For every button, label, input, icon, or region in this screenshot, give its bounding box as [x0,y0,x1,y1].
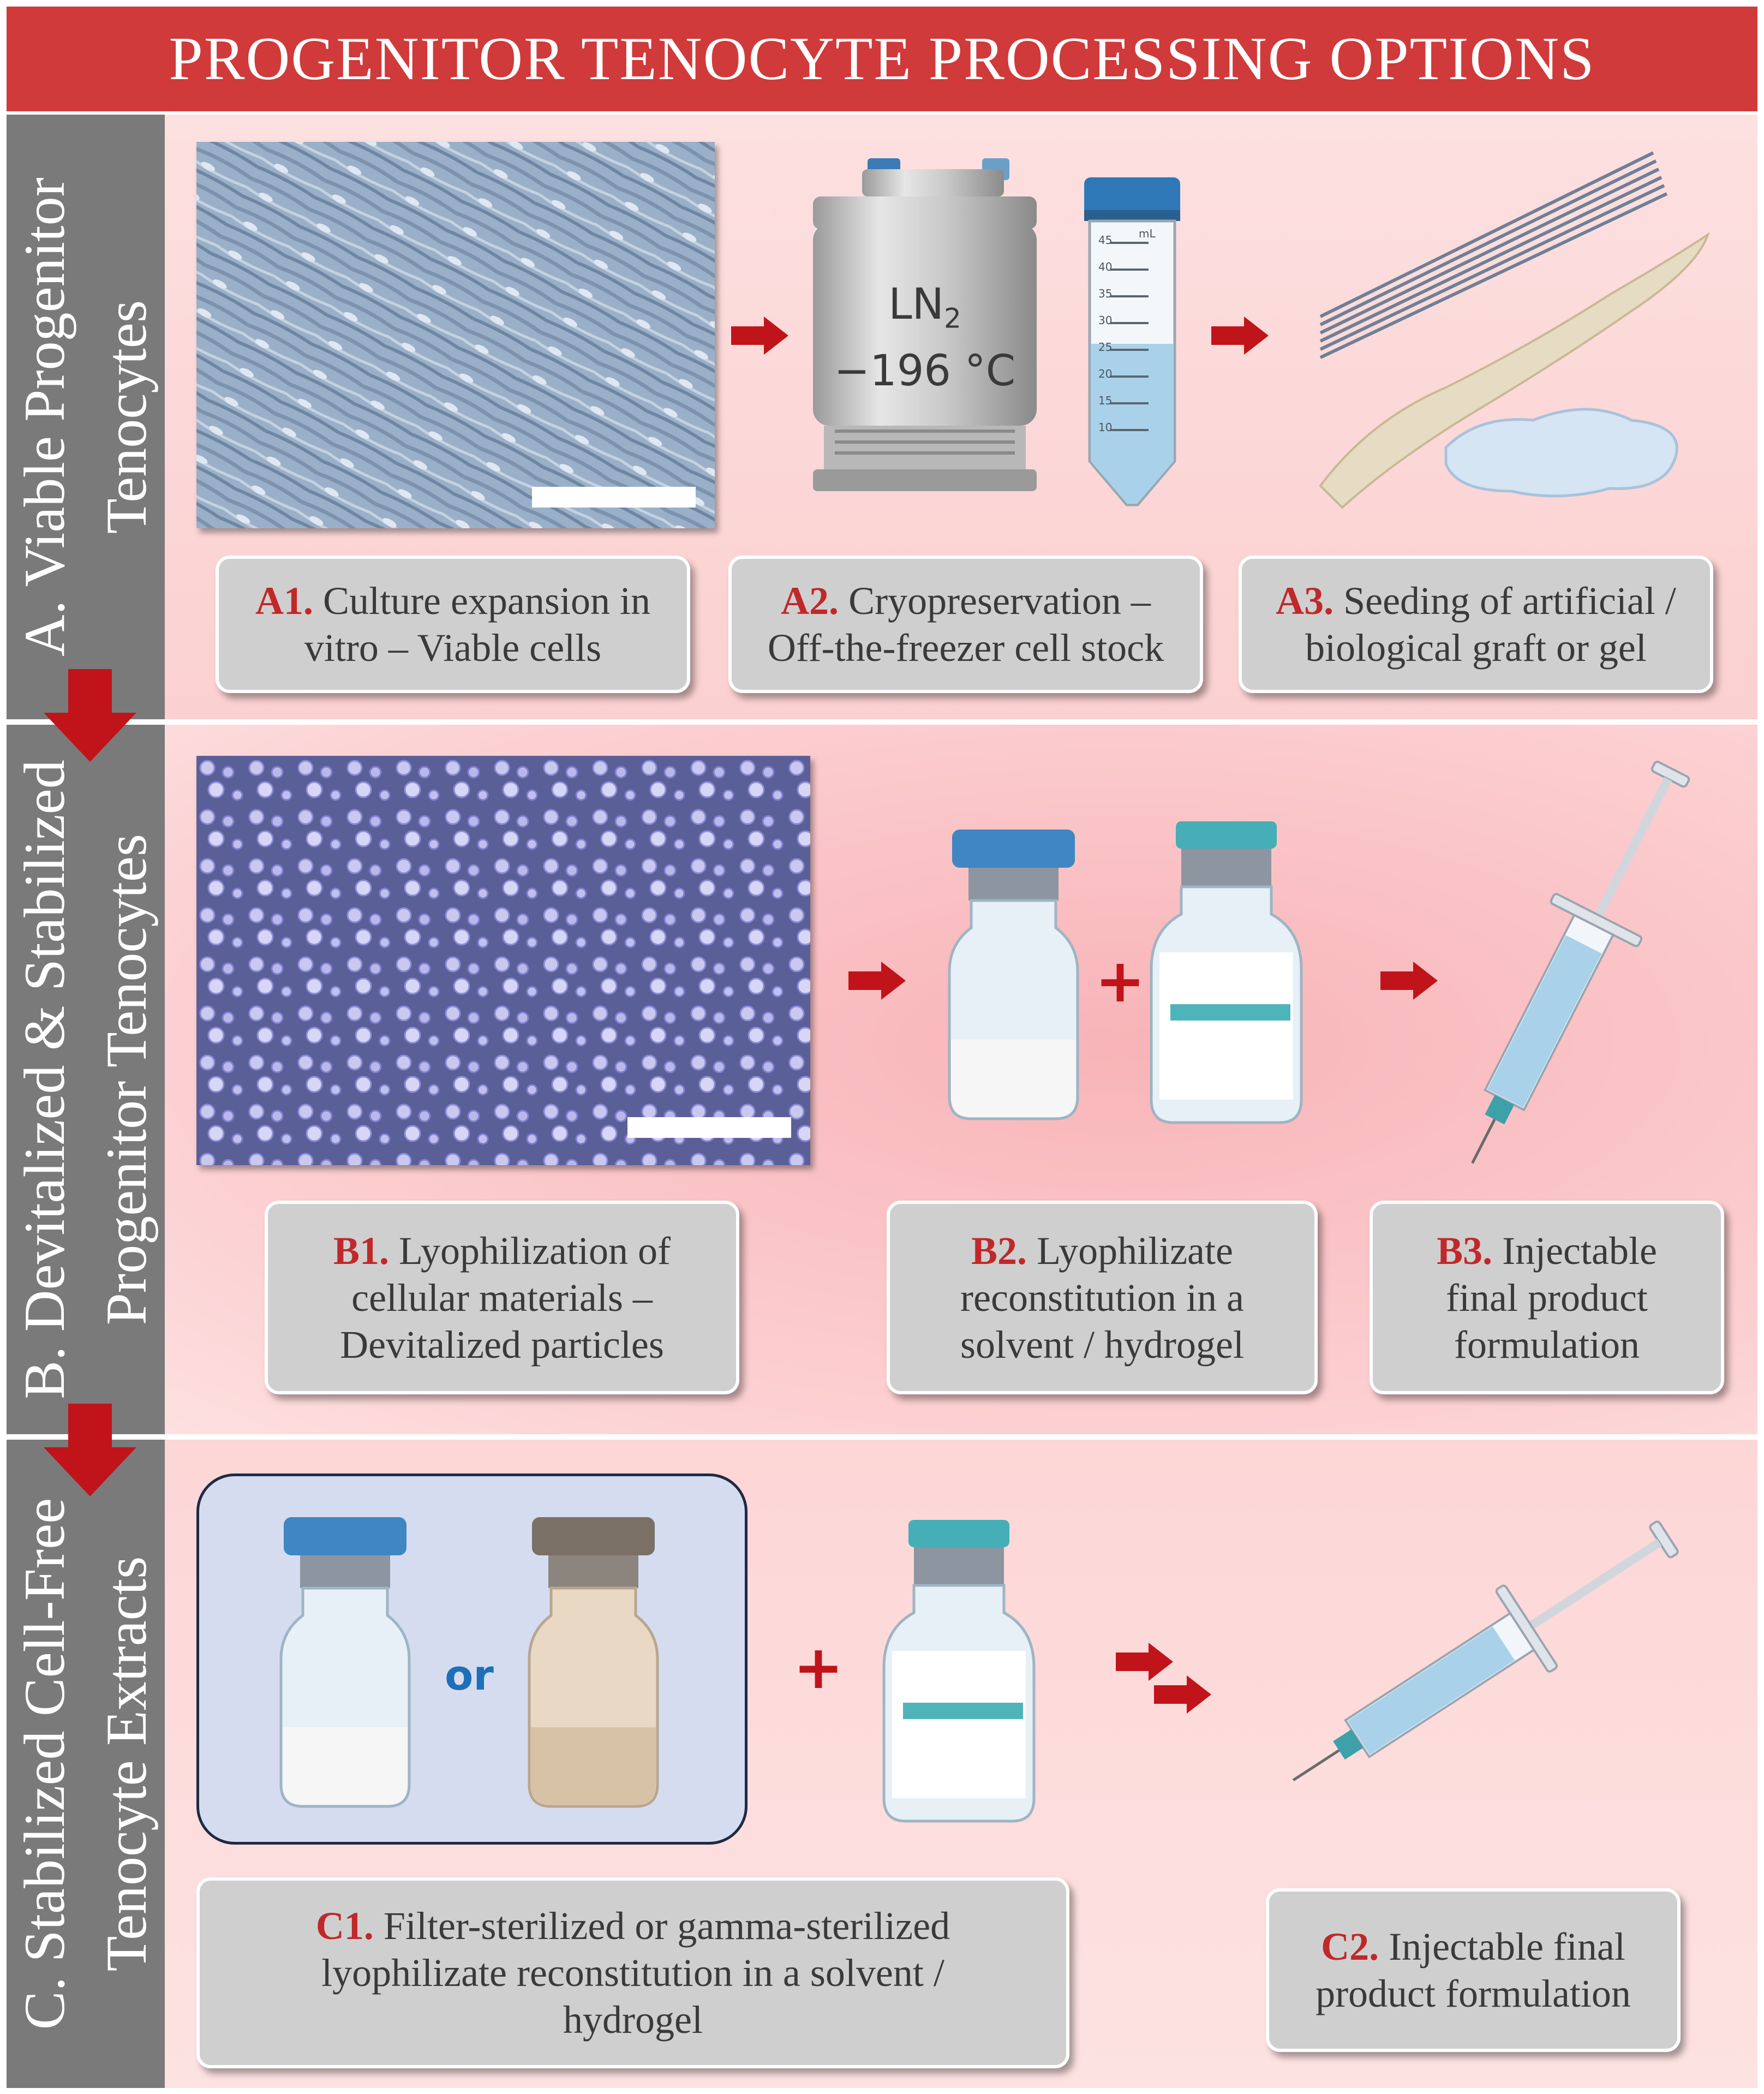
arrow-b1-b2 [848,962,906,1000]
transition-arrow-a-b [44,669,136,762]
scale-bar [532,487,696,508]
scale-bar [627,1117,791,1138]
or-label: or [445,1651,494,1699]
tube-tick-15: 15 [1098,394,1112,407]
double-arrow-c1-c2 [1116,1643,1211,1714]
tube-tick-45: 45 [1098,234,1112,247]
tube-tick-20: 20 [1098,367,1112,380]
caption-c2: C2. Injectable final product formulation [1266,1888,1681,2052]
caption-a1: A1. Culture expansion in vitro – Viable … [216,556,690,693]
caption-b3: B3. Injectable final product formulation [1370,1201,1724,1394]
plus-sign: + [793,1632,844,1702]
syringe [1271,1473,1713,1828]
syringe [1430,745,1713,1192]
caption-b1: B1. Lyophilization of cellular materials… [265,1201,739,1394]
caption-b2: B2. Lyophilizate reconstitution in a sol… [887,1201,1318,1394]
plus-sign: + [1095,946,1146,1016]
micrograph-viable-cells [196,142,715,528]
solvent-vial [1149,821,1304,1127]
tube-tick-30: 30 [1098,314,1112,327]
arrow-a1-a2 [731,317,788,355]
liquid-nitrogen-dewar: LN2 −196 °C [802,147,1048,518]
solvent-vial [881,1520,1037,1825]
caption-c1: C1. Filter-sterilized or gamma-sterilize… [196,1877,1069,2068]
arrow-b2-b3 [1380,962,1438,1000]
lyophilizate-vial [947,830,1080,1124]
tube-tick-10: 10 [1098,421,1112,434]
tube-tick-40: 40 [1098,260,1112,273]
caption-a2: A2. Cryopreservation – Off-the-freezer c… [728,556,1203,693]
arrow-a2-a3 [1211,317,1269,355]
tube-tick-25: 25 [1098,341,1112,354]
tube-unit: mL [1139,227,1156,240]
white-lyophilizate-vial [278,1517,412,1812]
micrograph-devitalized-particles [196,756,810,1165]
transition-arrow-b-c [44,1404,136,1496]
dewar-label: LN2 −196 °C [834,280,1016,396]
caption-a3: A3. Seeding of artificial / biological g… [1239,556,1713,693]
tube-tick-35: 35 [1098,287,1112,300]
graft-and-gel [1304,136,1719,518]
tan-lyophilizate-vial [527,1517,660,1812]
conical-tube: 45 40 35 30 25 20 15 10 mL [1078,177,1187,508]
page-title: PROGENITOR TENOCYTE PROCESSING OPTIONS [7,7,1757,111]
